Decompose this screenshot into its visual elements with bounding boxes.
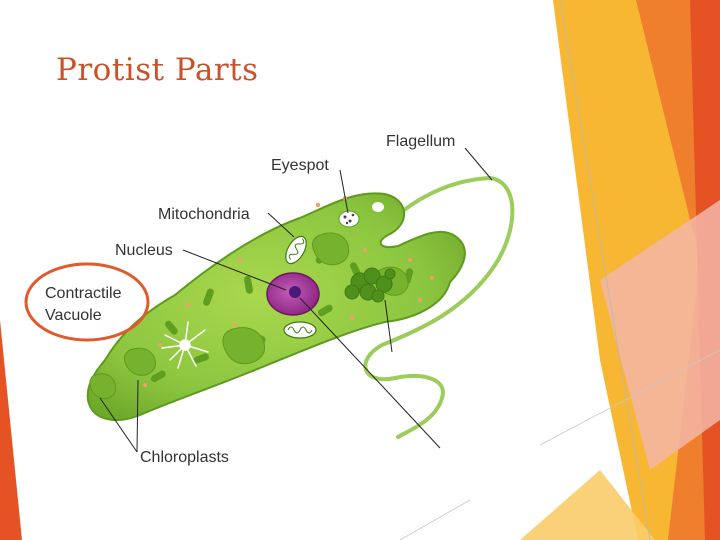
label-chloroplasts: Chloroplasts xyxy=(140,449,229,466)
label-vacuole: Vacuole xyxy=(45,307,102,324)
decor-facet-left xyxy=(0,320,22,540)
chloroplast-cluster xyxy=(344,267,396,303)
leader-long-2 xyxy=(384,299,393,353)
label-nucleus: Nucleus xyxy=(115,242,173,259)
leader-long-1 xyxy=(299,297,441,449)
leader-lines xyxy=(99,147,493,453)
label-mitochondria: Mitochondria xyxy=(158,206,250,223)
decor-facet-pink xyxy=(600,200,720,470)
leader-chloroplasts-2 xyxy=(136,379,139,453)
leader-mitochondria xyxy=(267,212,295,238)
leader-flagellum xyxy=(464,147,493,181)
label-flagellum: Flagellum xyxy=(386,133,455,150)
decor-line-2 xyxy=(539,349,720,446)
decor-line-3 xyxy=(399,499,471,540)
leader-chloroplasts-1 xyxy=(99,397,138,453)
decor-line-1 xyxy=(559,0,651,540)
flagellum-core xyxy=(363,175,515,439)
label-eyespot: Eyespot xyxy=(271,157,329,174)
nucleus xyxy=(266,272,320,316)
leader-eyespot xyxy=(339,169,349,214)
vacuole-blobs xyxy=(89,232,409,400)
label-contractile: Contractile xyxy=(45,285,122,302)
slide-title: Protist Parts xyxy=(56,52,259,88)
mitochondrion-2 xyxy=(283,321,317,339)
leader-nucleus xyxy=(182,249,287,291)
contractile-vacuole xyxy=(161,321,209,369)
contractile-vacuole-highlight-ring xyxy=(24,262,150,342)
eyespot xyxy=(338,202,384,228)
mitochondrion-1 xyxy=(285,235,307,265)
decor-facet-light-yellow xyxy=(520,470,655,540)
